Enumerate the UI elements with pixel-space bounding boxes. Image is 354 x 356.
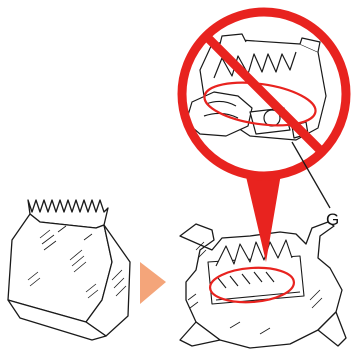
callout-label-g: G [326, 210, 339, 230]
arrow-right-icon [140, 262, 166, 304]
packaging-bag [8, 200, 130, 340]
